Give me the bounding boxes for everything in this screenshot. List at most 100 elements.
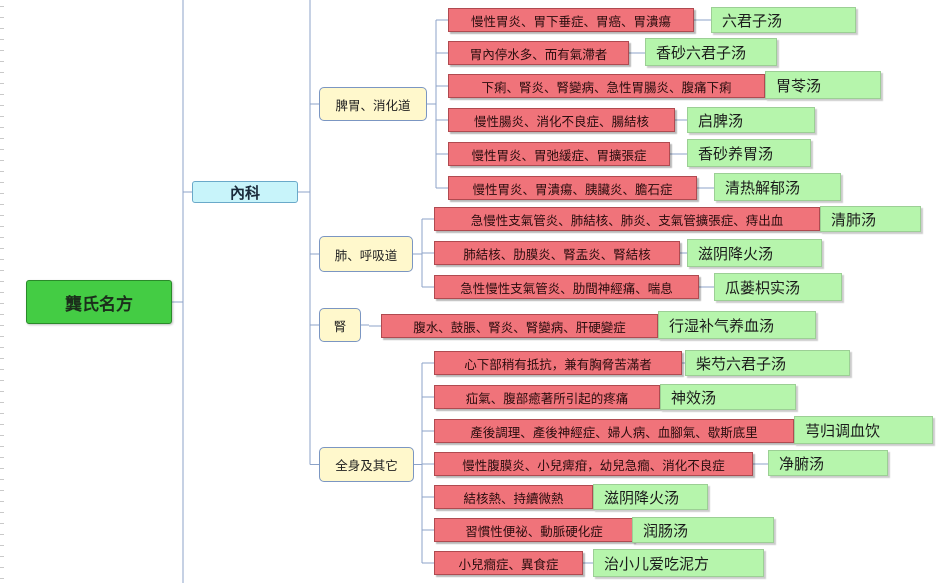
symptom-node[interactable]: 下痢、腎炎、腎變病、急性胃腸炎、腹痛下痢 (448, 74, 765, 98)
ruler-tick (0, 556, 4, 557)
formula-node[interactable]: 清热解郁汤 (714, 173, 841, 201)
formula-label: 六君子汤 (722, 11, 783, 30)
ruler-tick (0, 358, 4, 359)
symptom-label: 疝氣、腹部癒著所引起的疼痛 (465, 390, 629, 406)
root-label: 龔氏名方 (65, 294, 133, 315)
category-node-spleen-stomach[interactable]: 脾胃、消化道 (319, 87, 427, 121)
ruler-tick (0, 215, 4, 216)
ruler-tick (0, 149, 4, 150)
category-node-whole-body-other[interactable]: 全身及其它 (319, 447, 414, 482)
symptom-node[interactable]: 小兒癎症、異食症 (434, 551, 583, 575)
symptom-label: 心下部稍有抵抗，兼有胸脅苦滿者 (464, 356, 652, 372)
ruler-tick (0, 182, 4, 183)
ruler-tick (0, 116, 4, 117)
symptom-node[interactable]: 急慢性支氣管炎、肺結核、肺炎、支氣管擴張症、痔出血 (434, 207, 820, 231)
formula-node[interactable]: 瓜蒌枳实汤 (714, 273, 842, 301)
ruler-tick (0, 50, 4, 51)
ruler-tick (0, 61, 4, 62)
formula-node[interactable]: 净腑汤 (768, 450, 888, 476)
ruler-tick (0, 545, 4, 546)
symptom-label: 慢性胃炎、胃下垂症、胃癌、胃潰瘍 (470, 13, 671, 29)
formula-label: 胃苓汤 (776, 76, 822, 95)
ruler-tick (0, 468, 4, 469)
ruler-tick (0, 28, 4, 29)
symptom-label: 小兒癎症、異食症 (458, 556, 559, 572)
symptom-node[interactable]: 肺結核、肋膜炎、腎盂炎、腎結核 (434, 241, 680, 265)
formula-node[interactable]: 香砂六君子汤 (645, 38, 777, 66)
ruler-tick (0, 193, 4, 194)
formula-node[interactable]: 滋阴降火汤 (593, 484, 708, 510)
formula-label: 滋阴降火汤 (698, 244, 774, 263)
formula-node[interactable]: 治小儿爱吃泥方 (593, 549, 764, 577)
formula-label: 启脾汤 (698, 111, 744, 130)
ruler-tick (0, 446, 4, 447)
ruler-tick (0, 39, 4, 40)
ruler-tick (0, 336, 4, 337)
symptom-label: 慢性胃炎、胃潰瘍、胰臟炎、膽石症 (472, 181, 673, 197)
formula-node[interactable]: 行湿补气养血汤 (658, 311, 816, 339)
symptom-node[interactable]: 習慣性便祕、動脈硬化症 (434, 518, 634, 542)
ruler-tick (0, 94, 4, 95)
formula-node[interactable]: 六君子汤 (711, 7, 856, 33)
root-node[interactable]: 龔氏名方 (26, 280, 172, 324)
formula-node[interactable]: 柴芍六君子汤 (685, 350, 850, 376)
ruler-tick (0, 160, 4, 161)
ruler-tick (0, 523, 4, 524)
ruler-tick (0, 6, 4, 7)
ruler-tick (0, 501, 4, 502)
symptom-node[interactable]: 慢性腸炎、消化不良症、腸結核 (448, 108, 675, 132)
category-node-lung-respiratory[interactable]: 肺、呼吸道 (319, 236, 413, 272)
ruler-tick (0, 457, 4, 458)
category-label: 全身及其它 (335, 458, 398, 473)
formula-node[interactable]: 芎归调血饮 (794, 416, 933, 444)
ruler-tick (0, 380, 4, 381)
formula-label: 瓜蒌枳实汤 (725, 278, 801, 297)
ruler-tick (0, 314, 4, 315)
formula-node[interactable]: 滋阴降火汤 (687, 239, 822, 267)
formula-node[interactable]: 启脾汤 (687, 107, 815, 133)
category-label: 肺、呼吸道 (334, 247, 398, 263)
symptom-node[interactable]: 慢性胃炎、胃潰瘍、胰臟炎、膽石症 (448, 176, 697, 200)
formula-node[interactable]: 神效汤 (660, 384, 796, 410)
ruler-tick (0, 83, 4, 84)
ruler-tick (0, 72, 4, 73)
formula-label: 清肺汤 (831, 210, 877, 229)
symptom-label: 習慣性便祕、動脈硬化症 (465, 523, 603, 539)
symptom-node[interactable]: 產後調理、產後神經症、婦人病、血腳氣、歇斯底里 (434, 419, 794, 443)
branch-node-internal-medicine[interactable]: 內科 (192, 181, 298, 203)
formula-label: 清热解郁汤 (725, 178, 801, 197)
symptom-node[interactable]: 疝氣、腹部癒著所引起的疼痛 (434, 385, 660, 409)
formula-label: 滋阴降火汤 (604, 488, 680, 507)
formula-node[interactable]: 润肠汤 (632, 517, 774, 543)
symptom-node[interactable]: 胃內停水多、而有氣滯者 (448, 41, 629, 65)
ruler-tick (0, 127, 4, 128)
category-label: 腎 (333, 318, 347, 334)
ruler-tick (0, 204, 4, 205)
symptom-node[interactable]: 結核熱、持續微熱 (434, 485, 593, 509)
category-node-kidney[interactable]: 腎 (319, 308, 361, 342)
symptom-node[interactable]: 慢性胃炎、胃弛緩症、胃擴張症 (448, 142, 670, 166)
formula-node[interactable]: 清肺汤 (820, 206, 921, 232)
ruler-tick (0, 347, 4, 348)
symptom-node[interactable]: 腹水、鼓脹、腎炎、腎變病、肝硬變症 (381, 314, 658, 338)
ruler-tick (0, 490, 4, 491)
formula-node[interactable]: 胃苓汤 (765, 71, 881, 99)
symptom-node[interactable]: 慢性腹膜炎、小兒痺疳，幼兒急癎、消化不良症 (434, 452, 753, 476)
ruler-tick (0, 402, 4, 403)
ruler-tick (0, 325, 4, 326)
symptom-node[interactable]: 心下部稍有抵抗，兼有胸脅苦滿者 (434, 351, 682, 375)
ruler-tick (0, 512, 4, 513)
symptom-node[interactable]: 慢性胃炎、胃下垂症、胃癌、胃潰瘍 (448, 8, 694, 32)
ruler-tick (0, 435, 4, 436)
formula-node[interactable]: 香砂养胃汤 (687, 139, 811, 167)
symptom-label: 慢性胃炎、胃弛緩症、胃擴張症 (471, 147, 647, 163)
symptom-node[interactable]: 急性慢性支氣管炎、肋間神經痛、喘息 (434, 275, 699, 299)
ruler-tick (0, 17, 4, 18)
ruler-tick (0, 171, 4, 172)
symptom-label: 腹水、鼓脹、腎炎、腎變病、肝硬變症 (413, 319, 626, 335)
ruler-tick (0, 281, 4, 282)
symptom-label: 慢性腹膜炎、小兒痺疳，幼兒急癎、消化不良症 (462, 457, 725, 473)
ruler-tick (0, 578, 4, 579)
ruler-tick (0, 226, 4, 227)
ruler-tick (0, 534, 4, 535)
